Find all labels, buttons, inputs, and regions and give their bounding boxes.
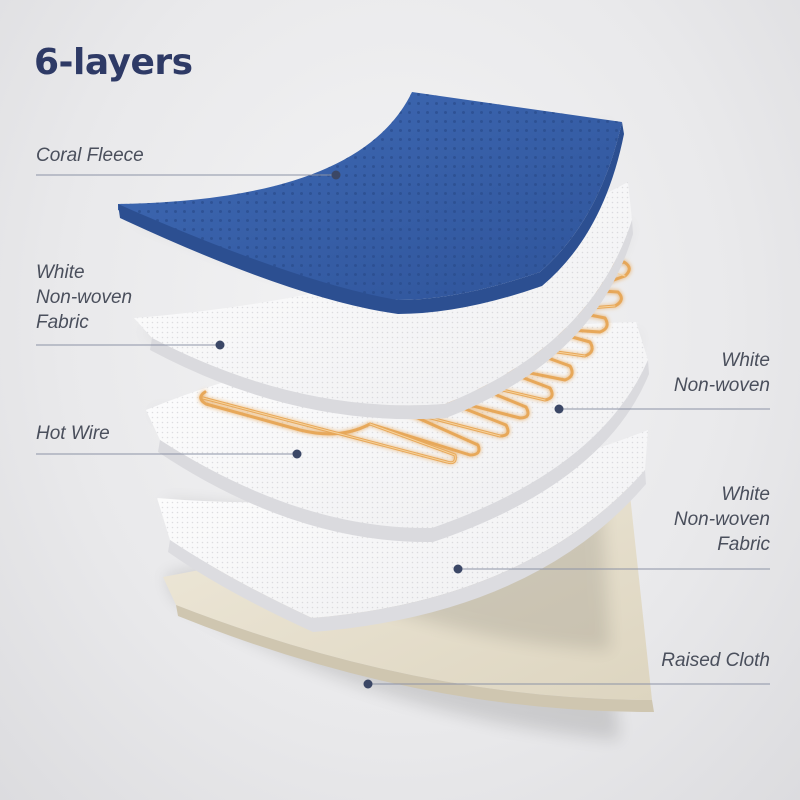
label-hot-wire: Hot Wire [36, 423, 110, 444]
label-white-nonwoven: White Non-woven [673, 350, 770, 396]
label-white-nonwoven-fabric-top: White Non-woven Fabric [36, 262, 133, 333]
label-coral-fleece: Coral Fleece [36, 145, 144, 166]
label-raised-cloth: Raised Cloth [661, 650, 770, 671]
hot-wire-dot [292, 449, 302, 459]
white-nonwoven-fabric-bottom-dot [453, 564, 463, 574]
coral-fleece-dot [331, 170, 341, 180]
white-nonwoven-fabric-top-dot [215, 340, 225, 350]
page-title: 6-layers [34, 42, 193, 83]
white-nonwoven-dot [554, 404, 564, 414]
leader-lines [36, 170, 770, 689]
raised-cloth-dot [363, 679, 373, 689]
label-white-nonwoven-fabric-bottom: White Non-woven Fabric [673, 484, 770, 555]
coral-fleece-layer [118, 92, 624, 314]
